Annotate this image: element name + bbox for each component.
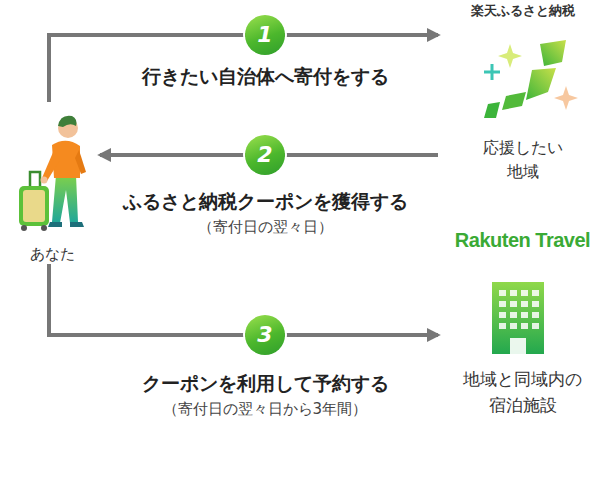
node-text: 応援したい 地域 [470,136,575,184]
node-heading: あなた [0,244,112,264]
map-piece [484,102,500,118]
node-text: 地域と同域内の 宿泊施設 [450,366,595,418]
step-label: クーポンを利用して予約する [142,371,389,397]
step-label: ふるさと納税クーポンを獲得する [123,189,408,215]
arm [75,150,86,174]
map-piece [540,40,566,66]
timing-note: （寄付日の翌々日から3年間） [163,400,368,419]
callout-number: 3 [245,315,285,355]
hair [58,116,77,127]
flow-arrow [49,264,438,335]
arm [42,150,60,181]
wheel [41,225,47,231]
place-node: Rakuten Travel地域と同域内の 宿泊施設 [440,222,605,417]
flow-arrow [49,35,438,102]
map-piece [502,92,526,110]
node-heading: 楽天ふるさと納税 [420,2,610,20]
building [492,282,544,354]
place-node: 楽天ふるさと納税応援したい 地域 [440,0,605,185]
hotel-building-icon [492,282,544,354]
suitcase [19,186,49,226]
sparkle [484,64,500,80]
shoes [48,222,84,227]
node-heading: Rakuten Travel [420,228,610,252]
sparkle [498,44,522,68]
suitcase-handle [30,172,40,186]
place-node: あなた [12,102,92,264]
windows [499,290,539,329]
hand [41,177,48,184]
timing-note: （寄付日の翌々日） [198,218,333,237]
wheel [21,225,27,231]
traveler-illustration [19,116,86,231]
map-piece [526,68,556,100]
sparkle [554,86,578,110]
legs [52,175,78,223]
japan-map-icon [484,40,578,118]
callout-number: 1 [245,15,285,55]
callout-number: 2 [245,135,285,175]
suitcase-panel [23,190,45,222]
step-label: 行きたい自治体へ寄付をする [142,64,389,90]
door [510,338,526,354]
